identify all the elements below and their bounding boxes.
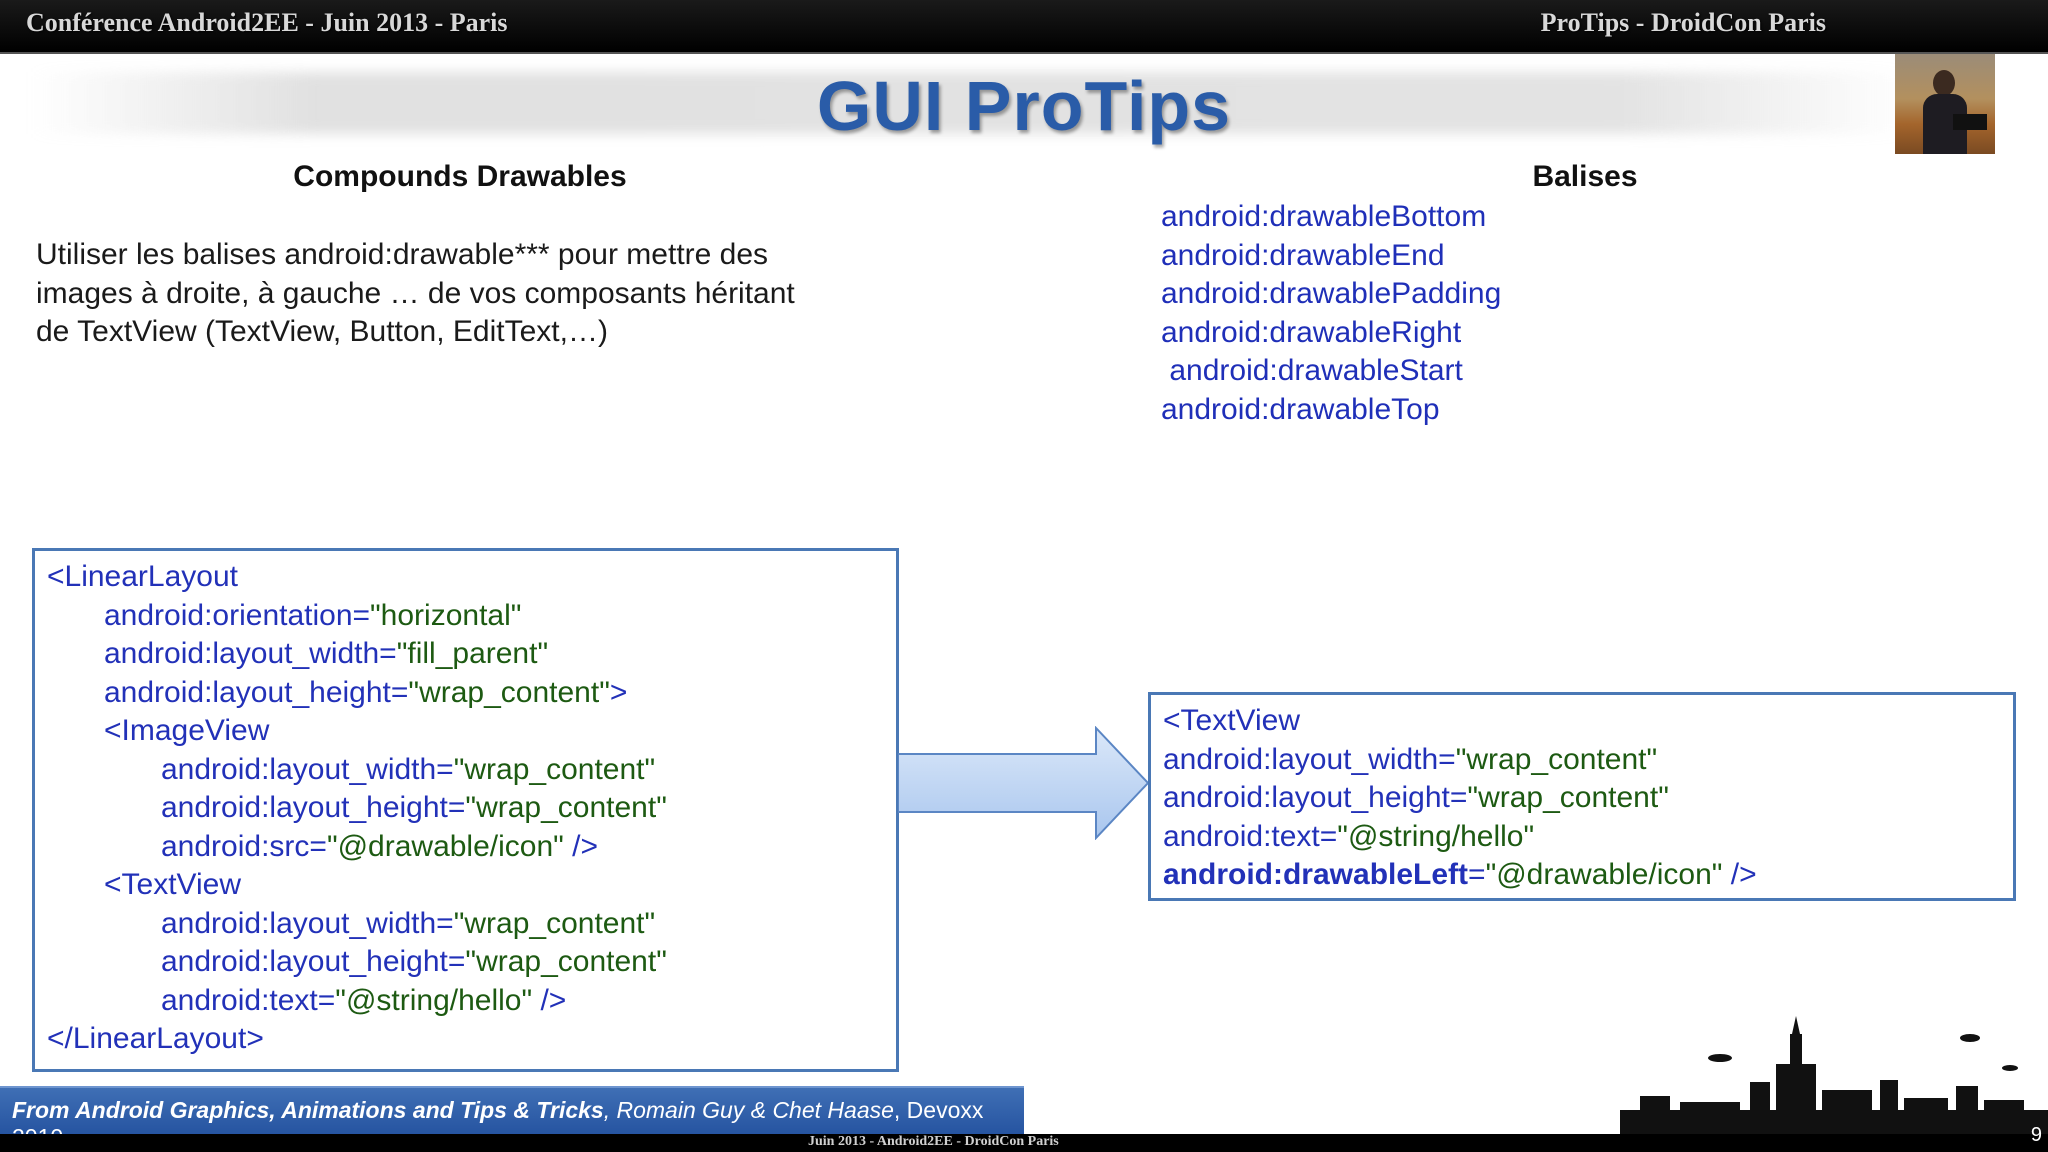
- code-line: </LinearLayout>: [47, 1022, 264, 1055]
- top-bar: Conférence Android2EE - Juin 2013 - Pari…: [0, 0, 2048, 54]
- code-line: android:layout_width="wrap_content": [161, 906, 656, 940]
- code-line: android:layout_height="wrap_content": [161, 945, 667, 978]
- talk-label: ProTips - DroidCon Paris: [1540, 8, 1826, 37]
- tag-item: android:drawableEnd: [1161, 238, 1445, 272]
- code-line: <ImageView: [104, 714, 270, 747]
- title-band: [30, 72, 1910, 134]
- conference-label: Conférence Android2EE - Juin 2013 - Pari…: [26, 8, 508, 37]
- presenter-avatar: [1895, 54, 1995, 154]
- tag-item: android:drawableRight: [1161, 315, 1462, 349]
- page-number: 9: [2030, 1124, 2042, 1146]
- paragraph-line: Utiliser les balises android:drawable***…: [36, 238, 769, 271]
- tag-item: android:drawablePadding: [1161, 277, 1502, 310]
- slide-title: GUI ProTips: [816, 67, 1232, 145]
- code-line: android:orientation="horizontal": [104, 598, 522, 632]
- code-line: android:layout_height="wrap_content">: [104, 675, 628, 709]
- code-line: android:src="@drawable/icon" />: [161, 829, 599, 863]
- tag-item: android:drawableBottom: [1161, 200, 1487, 233]
- right-arrow-icon: [898, 726, 1150, 840]
- code-after-box: <TextView android:layout_width="wrap_con…: [1148, 692, 2016, 901]
- left-heading: Compounds Drawables: [293, 160, 627, 193]
- citation-footer: From Android Graphics, Animations and Ti…: [0, 1086, 1024, 1150]
- tag-item: android:drawableTop: [1161, 392, 1440, 426]
- right-heading: Balises: [1532, 160, 1638, 193]
- code-before-box: <LinearLayout android:orientation="horiz…: [32, 548, 899, 1072]
- code-line: android:text="@string/hello" />: [161, 983, 567, 1017]
- tag-list: android:drawableBottom android:drawableE…: [1161, 198, 1501, 429]
- code-line: <LinearLayout: [47, 560, 238, 593]
- bottom-bar-label: Juin 2013 - Android2EE - DroidCon Paris: [808, 1134, 1059, 1149]
- code-line: android:layout_height="wrap_content": [161, 791, 667, 824]
- code-line: <TextView: [1163, 704, 1301, 737]
- paris-skyline-icon: [1620, 1016, 2048, 1140]
- paragraph-line: de TextView (TextView, Button, EditText,…: [36, 315, 608, 348]
- code-line: android:layout_width="wrap_content": [161, 752, 656, 786]
- code-line: android:text="@string/hello": [1163, 819, 1535, 853]
- code-line: <TextView: [104, 868, 242, 901]
- intro-paragraph: Utiliser les balises android:drawable***…: [36, 236, 916, 352]
- code-line: android:layout_height="wrap_content": [1163, 781, 1669, 814]
- code-line: android:drawableLeft="@drawable/icon" />: [1163, 858, 1757, 891]
- code-line: android:layout_width="wrap_content": [1163, 742, 1658, 776]
- tag-item: android:drawableStart: [1161, 354, 1463, 387]
- bottom-bar: Juin 2013 - Android2EE - DroidCon Paris: [0, 1134, 2048, 1152]
- paragraph-line: images à droite, à gauche … de vos compo…: [36, 276, 795, 310]
- code-line: android:layout_width="fill_parent": [104, 637, 549, 670]
